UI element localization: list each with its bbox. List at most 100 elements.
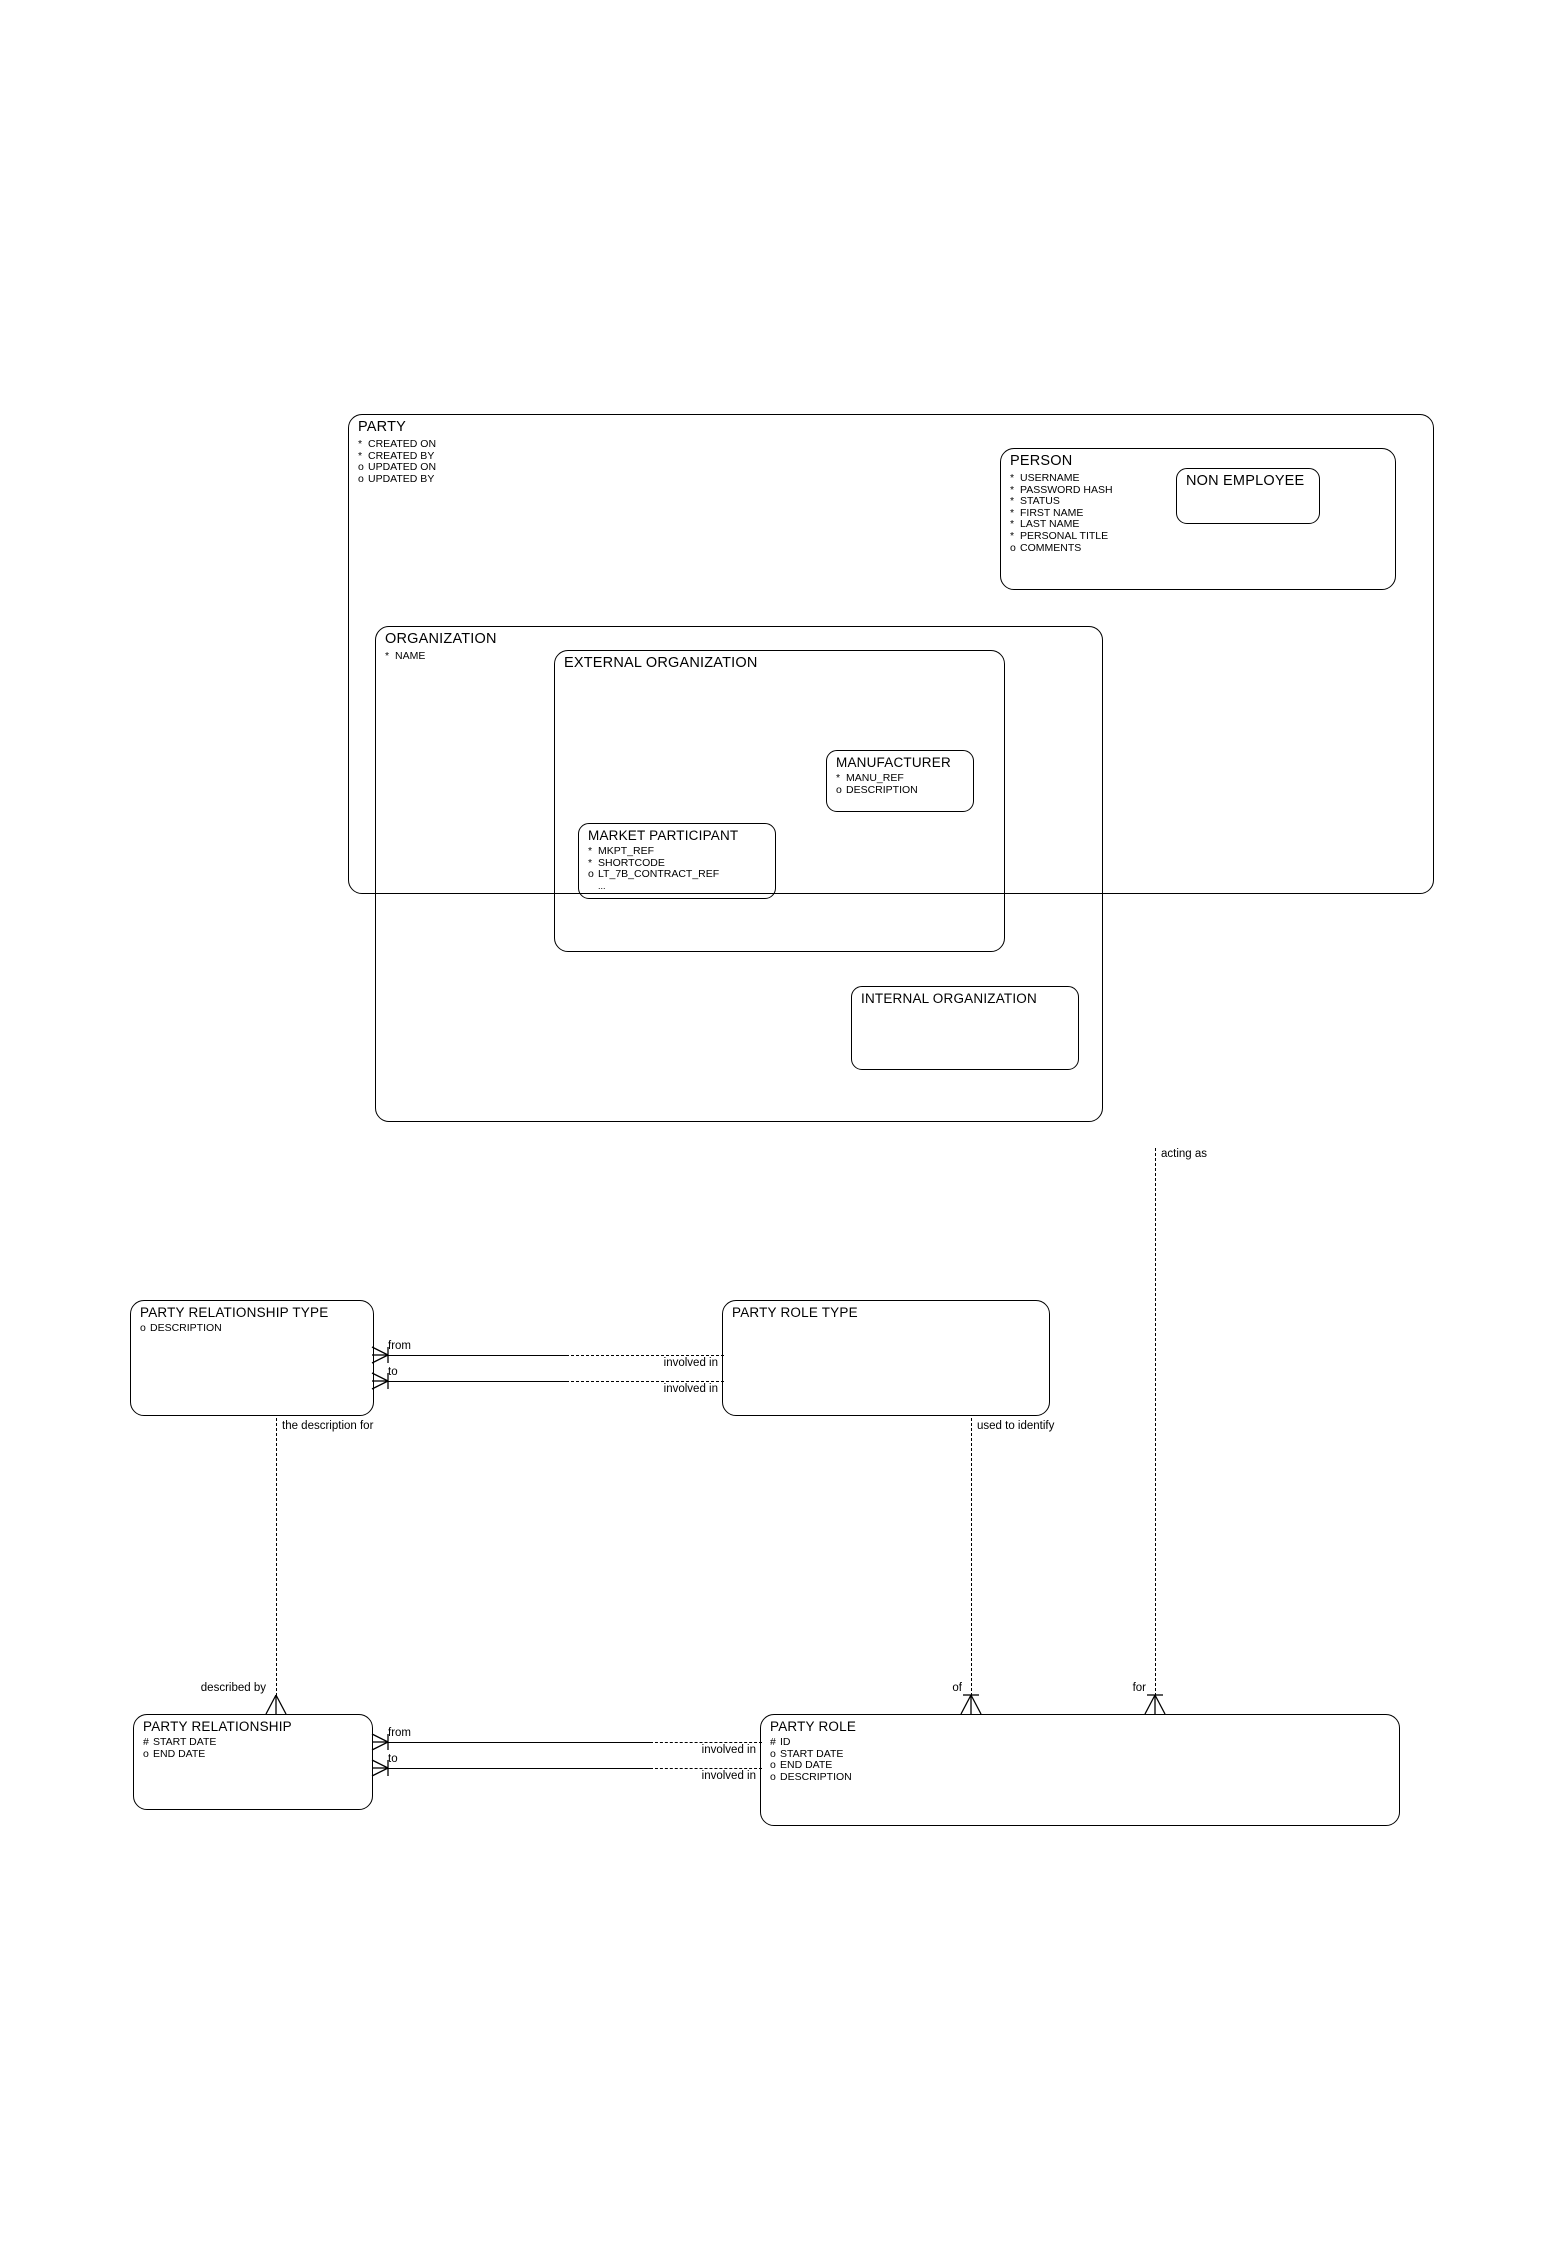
attr-marker: o [143, 1747, 149, 1760]
attr-label: FIRST NAME [1020, 506, 1084, 519]
relationship-line-prt-to-dashed [566, 1381, 724, 1382]
relationship-line-pr-to-solid [388, 1768, 650, 1769]
entity-person[interactable]: PERSON *USERNAME *PASSWORD HASH *STATUS … [1000, 448, 1396, 590]
entity-party-relationship-type[interactable]: PARTY RELATIONSHIP TYPE o DESCRIPTION [130, 1300, 374, 1416]
entity-external-organization[interactable]: EXTERNAL ORGANIZATION [554, 650, 1005, 952]
entity-party-name: PARTY [358, 419, 407, 435]
attr-label: STATUS [1020, 495, 1060, 508]
attr-label: USERNAME [1020, 472, 1080, 484]
relationship-label-used-to-identify: used to identify [977, 1420, 1055, 1432]
entity-party-relationship-type-attributes: o DESCRIPTION [140, 1322, 222, 1335]
crowsfoot-pr-from [371, 1733, 389, 1751]
attr-label: ID [780, 1736, 791, 1748]
attr-marker: o [770, 1759, 776, 1772]
entity-internal-organization-name: INTERNAL ORGANIZATION [861, 991, 1037, 1006]
relationship-line-used-to-identify-of [971, 1418, 972, 1696]
entity-party-role-name: PARTY ROLE [770, 1719, 857, 1734]
entity-party-role-type-name: PARTY ROLE TYPE [732, 1305, 858, 1320]
attr-marker: * [836, 772, 841, 784]
relationship-line-pr-from-dashed [650, 1742, 762, 1743]
relationship-line-prt-from-dashed [566, 1355, 724, 1356]
entity-party[interactable]: PARTY * CREATED ON * CREATED BY o UPDATED O… [348, 414, 1434, 894]
attr-marker: * [1010, 506, 1015, 519]
relationship-label-described-by: described by [200, 1682, 266, 1694]
attr-label: PERSONAL TITLE [1020, 529, 1109, 542]
entity-market-participant[interactable]: MARKET PARTICIPANT *MKPT_REF *SHORTCODE … [578, 823, 776, 899]
relationship-label-acting-as: acting as [1161, 1148, 1208, 1160]
attr-label: CREATED BY [368, 449, 435, 462]
relationship-line-acting-as-for [1155, 1148, 1156, 1696]
attr-marker: o [588, 868, 594, 881]
attr-marker: * [1010, 529, 1015, 542]
attr-label: START DATE [153, 1736, 217, 1748]
entity-person-attributes: *USERNAME *PASSWORD HASH *STATUS *FIRST … [1010, 472, 1113, 554]
crowsfoot-of [960, 1694, 982, 1715]
attr-label: UPDATED ON [368, 461, 437, 474]
entity-organization-name: ORGANIZATION [385, 631, 497, 647]
attr-marker: * [1010, 518, 1015, 531]
entity-internal-organization[interactable]: INTERNAL ORGANIZATION [851, 986, 1079, 1070]
attr-marker: o [1010, 541, 1016, 554]
entity-organization-attributes: * NAME [385, 650, 426, 663]
attr-label: COMMENTS [1020, 541, 1082, 554]
relationship-label-prt-to: to [388, 1366, 398, 1378]
relationship-line-the-description-for [276, 1418, 277, 1696]
attr-marker: o [836, 783, 842, 796]
attr-marker: o [358, 461, 364, 474]
attr-marker: * [385, 650, 390, 662]
attr-label: MKPT_REF [598, 845, 655, 857]
relationship-line-pr-from-solid [388, 1742, 650, 1743]
attr-marker: * [1010, 483, 1015, 496]
entity-organization[interactable]: ORGANIZATION * NAME [375, 626, 1103, 1122]
relationship-label-for: for [1132, 1682, 1146, 1694]
entity-party-relationship-attributes: # START DATE o END DATE [143, 1736, 217, 1760]
attr-label: END DATE [153, 1747, 206, 1760]
relationship-label-of: of [952, 1682, 962, 1694]
entity-party-relationship-type-name: PARTY RELATIONSHIP TYPE [140, 1305, 329, 1320]
entity-manufacturer-name: MANUFACTURER [836, 755, 951, 770]
crowsfoot-for [1144, 1694, 1166, 1715]
attr-marker: # [770, 1736, 776, 1748]
attr-label: DESCRIPTION [150, 1322, 222, 1334]
attr-marker: * [1010, 472, 1015, 484]
attr-label: END DATE [780, 1759, 833, 1772]
entity-market-participant-name: MARKET PARTICIPANT [588, 828, 739, 843]
crowsfoot-prt-to [371, 1372, 389, 1390]
attr-label: MANU_REF [846, 772, 904, 784]
entity-non-employee-name: NON EMPLOYEE [1186, 473, 1305, 489]
relationship-label-pr-involved-in-2: involved in [701, 1770, 756, 1782]
attr-label: DESCRIPTION [846, 783, 918, 796]
attr-marker: * [588, 845, 593, 857]
entity-non-employee[interactable]: NON EMPLOYEE [1176, 468, 1320, 524]
attr-label: LAST NAME [1020, 518, 1080, 531]
attr-label: CREATED ON [368, 438, 437, 450]
attr-label: LT_7B_CONTRACT_REF [598, 868, 720, 881]
relationship-label-the-description-for: the description for [282, 1420, 374, 1432]
attr-label: SHORTCODE [598, 856, 665, 869]
crowsfoot-prt-from [371, 1346, 389, 1364]
relationship-line-prt-from-solid [388, 1355, 566, 1356]
entity-party-relationship[interactable]: PARTY RELATIONSHIP # START DATE o END DATE [133, 1714, 373, 1810]
entity-party-role-type[interactable]: PARTY ROLE TYPE [722, 1300, 1050, 1416]
attr-marker: o [140, 1322, 146, 1334]
attr-marker: # [143, 1736, 149, 1748]
attr-marker: * [1010, 495, 1015, 508]
attr-label: DESCRIPTION [780, 1770, 852, 1783]
relationship-line-pr-to-dashed [650, 1768, 762, 1769]
relationship-label-pr-involved-in-1: involved in [701, 1744, 756, 1756]
entity-manufacturer[interactable]: MANUFACTURER * MANU_REF o DESCRIPTION [826, 750, 974, 812]
attr-label: NAME [395, 650, 426, 662]
attr-marker: * [358, 449, 363, 462]
relationship-label-prt-involved-in-2: involved in [663, 1383, 718, 1395]
entity-external-organization-name: EXTERNAL ORGANIZATION [564, 655, 758, 671]
attr-label: ... [598, 880, 606, 891]
entity-party-relationship-name: PARTY RELATIONSHIP [143, 1719, 292, 1734]
attr-label: UPDATED BY [368, 472, 435, 485]
crowsfoot-described-by [265, 1694, 287, 1715]
entity-person-name: PERSON [1010, 453, 1073, 469]
entity-manufacturer-attributes: * MANU_REF o DESCRIPTION [836, 772, 918, 796]
attr-marker: * [358, 438, 363, 450]
